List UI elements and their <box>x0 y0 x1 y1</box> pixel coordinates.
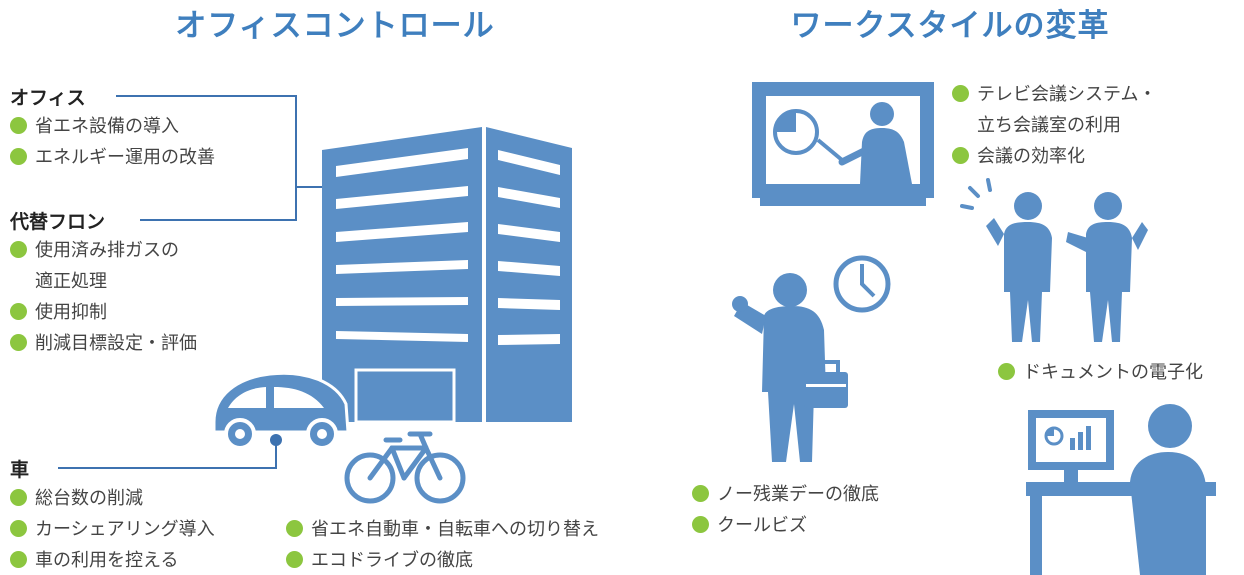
car-icon <box>212 371 350 450</box>
bullet-dot <box>10 520 27 537</box>
bullet-dot <box>286 520 303 537</box>
talking-people-icon <box>986 192 1148 342</box>
bullet-dot <box>10 303 27 320</box>
flon-item: 削減目標設定・評価 <box>10 331 197 357</box>
flon-item-label: 使用済み排ガスの <box>35 240 179 261</box>
flon-heading: 代替フロン <box>10 211 106 233</box>
document-item: ドキュメントの電子化 <box>998 360 1203 386</box>
tv-item-label: テレビ会議システム・ <box>977 84 1157 105</box>
car-item-label: 総台数の削減 <box>35 488 143 509</box>
flon-item-label: 削減目標設定・評価 <box>35 333 197 354</box>
overtime-item: ノー残業デーの徹底 <box>692 482 879 508</box>
flon-item-label: 使用抑制 <box>35 302 107 323</box>
pc-worker-icon <box>1026 404 1216 575</box>
bullet-dot <box>10 241 27 258</box>
car-item: カーシェアリング導入 <box>10 517 215 543</box>
office-item-label: 省エネ設備の導入 <box>35 116 179 137</box>
bullet-dot <box>952 147 969 164</box>
office-item-label: エネルギー運用の改善 <box>35 147 215 168</box>
workstyle-reform-title: ワークスタイルの変革 <box>790 8 1110 44</box>
bullet-dot <box>10 551 27 568</box>
bicycle-icon <box>344 431 466 504</box>
car-item: 車の利用を控える <box>10 548 178 574</box>
office-item: 省エネ設備の導入 <box>10 114 179 140</box>
car-connector <box>58 440 277 469</box>
building-icon <box>322 127 572 424</box>
tv-item-label: 会議の効率化 <box>977 146 1085 167</box>
car-item: エコドライブの徹底 <box>286 548 473 574</box>
flon-item: 使用抑制 <box>10 300 107 326</box>
tv-item: テレビ会議システム・ <box>952 82 1156 108</box>
tv-item: 会議の効率化 <box>952 144 1085 170</box>
flon-item-continuation: 適正処理 <box>35 271 107 292</box>
bullet-dot <box>10 117 27 134</box>
businessman-icon <box>732 273 848 462</box>
office-heading: オフィス <box>10 87 86 109</box>
overtime-item-label: クールビズ <box>717 515 807 536</box>
office-control-title: オフィスコントロール <box>175 8 495 44</box>
bullet-dot <box>10 489 27 506</box>
car-heading: 車 <box>10 459 30 481</box>
overtime-item: クールビズ <box>692 513 807 539</box>
bullet-dot <box>10 334 27 351</box>
bullet-dot <box>692 485 709 502</box>
bullet-dot <box>692 516 709 533</box>
bullet-dot <box>952 85 969 102</box>
overtime-item-label: ノー残業デーの徹底 <box>717 484 879 505</box>
bullet-dot <box>998 363 1015 380</box>
car-item: 総台数の削減 <box>10 486 143 512</box>
flon-item: 使用済み排ガスの <box>10 238 179 264</box>
bullet-dot <box>286 551 303 568</box>
clock-icon <box>833 255 891 313</box>
presenter-icon <box>752 82 934 206</box>
car-connector-dot <box>270 434 282 446</box>
office-connector <box>116 95 297 221</box>
car-item-label: エコドライブの徹底 <box>311 550 473 571</box>
car-item-label: 車の利用を控える <box>35 550 179 571</box>
document-item-label: ドキュメントの電子化 <box>1023 362 1203 383</box>
tv-item-continuation: 立ち会議室の利用 <box>977 115 1121 136</box>
car-item-label: 省エネ自動車・自転車への切り替え <box>311 519 599 540</box>
speech-lines <box>960 178 992 210</box>
bullet-dot <box>10 148 27 165</box>
car-item-label: カーシェアリング導入 <box>35 519 215 540</box>
office-item: エネルギー運用の改善 <box>10 145 215 171</box>
car-item: 省エネ自動車・自転車への切り替え <box>286 517 599 543</box>
